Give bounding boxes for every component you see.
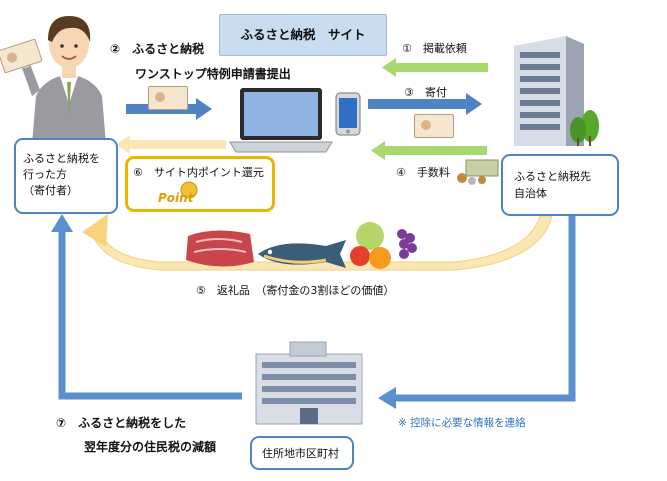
tree-icon [570, 110, 599, 146]
coins-icon [457, 159, 499, 185]
arrow-step3 [368, 93, 482, 115]
banner-title: ふるさと納税 サイト [240, 27, 366, 42]
arrow-step6 [116, 135, 226, 154]
yen-bills-icon-step3 [414, 114, 454, 138]
step6-label: ⑥ サイト内ポイント還元 [133, 166, 264, 179]
point-icon: Point [158, 181, 212, 207]
yen-bills-icon-step2 [148, 86, 188, 110]
step1-label: ① 掲載依頼 [402, 42, 467, 55]
step5-label: ⑤ 返礼品 （寄付金の3割ほどの価値） [196, 284, 395, 297]
site-points-box: ⑥ サイト内ポイント還元 Point [125, 156, 275, 212]
point-badge-text: Point [158, 191, 194, 205]
fruits-icon [350, 222, 417, 269]
notice-label: ※ 控除に必要な情報を連絡 [398, 417, 526, 429]
municipality-label-1: ふるさと納税先 [514, 170, 591, 183]
donor-box: ふるさと納税を 行った方 （寄付者） [14, 138, 118, 214]
arrow-step4 [371, 141, 487, 160]
donor-label-2: 行った方 [23, 168, 67, 181]
arrow-step7 [51, 214, 242, 400]
municipality-box: ふるさと納税先 自治体 [501, 154, 619, 216]
step2-label-1: ② ふるさと納税 [110, 42, 205, 56]
municipality-label-2: 自治体 [514, 187, 547, 200]
meat-icon [186, 230, 254, 267]
city-hall-icon [255, 341, 363, 425]
step7-label-2: 翌年度分の住民税の減額 [84, 440, 217, 454]
fish-icon [258, 240, 346, 268]
arrow-step5 [82, 214, 553, 271]
step2-label-2: ワンストップ特例申請書提出 [135, 67, 291, 81]
person-icon [19, 16, 106, 144]
donor-label-1: ふるさと納税を [23, 152, 100, 165]
residence-box: 住所地市区町村 [250, 436, 354, 470]
smartphone-icon [335, 92, 361, 136]
furusato-site-banner: ふるさと納税 サイト [219, 14, 387, 56]
arrow-notify [378, 216, 576, 409]
step4-label: ④ 手数料 [396, 166, 450, 179]
residence-label: 住所地市区町村 [262, 447, 339, 460]
step7-label-1: ⑦ ふるさと納税をした [56, 416, 187, 430]
step3-label: ③ 寄付 [404, 86, 447, 99]
arrow-step1 [382, 58, 488, 77]
laptop-icon [229, 88, 333, 153]
building-icon [514, 36, 599, 146]
donor-label-3: （寄付者） [23, 184, 78, 197]
